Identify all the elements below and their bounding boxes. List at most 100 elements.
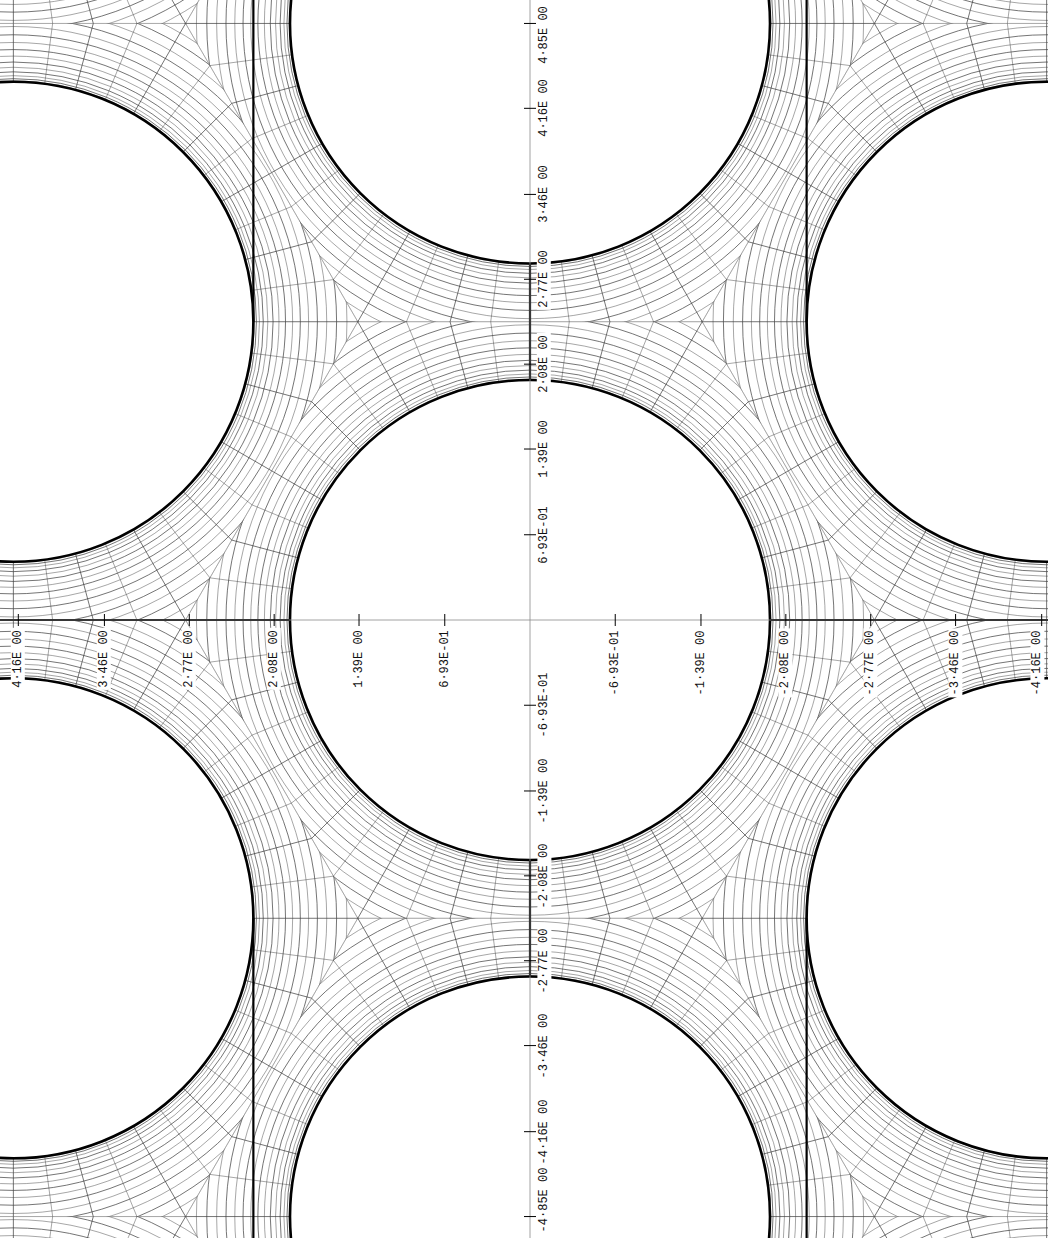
axis-label: 4·16E 00: [537, 77, 551, 139]
block-boundary: [252, 0, 254, 322]
mesh-ring: [0, 56, 279, 587]
hole-outline: [0, 678, 253, 1158]
axis-tick: [524, 705, 536, 706]
mesh-ring: [0, 81, 254, 563]
mesh-ring: [713, 0, 1048, 655]
axis-label: 1·39E 00: [537, 418, 551, 480]
mesh-ray: [45, 1156, 59, 1238]
mesh-ring: [0, 1192, 337, 1238]
mesh-ring: [0, 605, 327, 1232]
axis-label: 4·85E 00: [537, 4, 551, 66]
mesh-ray: [956, 1176, 985, 1238]
mesh-ring: [0, 0, 327, 39]
mesh-ring: [0, 72, 263, 572]
axis-tick: [700, 614, 701, 626]
mesh-ring: [0, 62, 273, 581]
mesh-ring: [743, 614, 1048, 1222]
mesh-ray: [159, 0, 226, 3]
mesh-ring: [801, 76, 1048, 568]
mesh-ring: [0, 675, 256, 1161]
mesh-ring: [760, 35, 1048, 609]
axis-tick: [444, 614, 445, 626]
mesh-ring: [0, 623, 309, 1213]
axis-tick: [524, 23, 536, 24]
mesh-ring: [0, 0, 347, 655]
mesh-ring: [0, 1236, 293, 1238]
axis-tick: [524, 108, 536, 109]
hole-outline: [807, 678, 1048, 1158]
block-boundary: [252, 918, 254, 1238]
axis-tick: [274, 614, 275, 626]
axis-tick: [1041, 614, 1042, 626]
axis-label: -1·39E 00: [537, 757, 551, 826]
mesh-ring: [0, 639, 293, 1198]
axis-label: -2·77E 00: [537, 926, 551, 995]
mesh-ray: [833, 0, 900, 3]
axis-label: 3·46E 00: [537, 164, 551, 226]
mesh-ray: [45, 1167, 59, 1238]
mesh-ray: [133, 0, 188, 29]
mesh-ring: [804, 79, 1048, 565]
mesh-ring: [743, 1211, 1048, 1238]
mesh-ring: [806, 81, 1048, 563]
axis-label: 3·46E 00: [97, 628, 111, 690]
mesh-ring: [774, 646, 1048, 1190]
mesh-ring: [0, 659, 273, 1178]
mesh-ray: [871, 0, 926, 29]
axis-label: -6·93E-01: [608, 628, 622, 697]
mesh-ray: [13, 1164, 14, 1238]
mesh-ring: [743, 0, 1048, 29]
axis-tick: [524, 790, 536, 791]
axis-label: 4·16E 00: [11, 628, 25, 690]
mesh-ring: [787, 62, 1048, 581]
axis-tick: [524, 364, 536, 365]
mesh-ray: [133, 1211, 188, 1238]
mesh-ray: [13, 0, 14, 82]
mesh-ray: [105, 1191, 147, 1238]
axis-tick: [524, 1045, 536, 1046]
mesh-ring: [767, 639, 1048, 1198]
block-boundary: [806, 918, 808, 1238]
mesh-ring: [767, 42, 1048, 601]
mesh-ray: [956, 0, 985, 64]
mesh-ring: [0, 631, 300, 1205]
mesh-ring: [0, 67, 268, 576]
mesh-ray: [871, 1211, 926, 1238]
mesh-ray: [913, 1191, 955, 1238]
mesh-ray: [105, 0, 147, 100]
mesh-ring: [797, 72, 1048, 572]
mesh-ring: [787, 659, 1048, 1178]
axis-tick: [870, 614, 871, 626]
mesh-ring: [0, 672, 259, 1164]
mesh-ray: [75, 1176, 104, 1238]
axis-tick: [18, 614, 19, 626]
mesh-ring: [0, 668, 263, 1168]
hole-outline: [0, 82, 253, 562]
axis-tick: [615, 614, 616, 626]
mesh-ring: [0, 79, 256, 565]
mesh-ring: [760, 1228, 1048, 1238]
mesh-ring: [0, 0, 300, 12]
mesh-ring: [751, 27, 1048, 617]
mesh-ray: [833, 1237, 900, 1238]
mesh-ring: [0, 1201, 327, 1238]
mesh-ring: [760, 0, 1048, 12]
mesh-ring: [723, 0, 1048, 645]
mesh-ring: [733, 0, 1048, 39]
axis-tick: [785, 614, 786, 626]
mesh-ring: [0, 614, 317, 1222]
mesh-ring: [0, 677, 254, 1159]
mesh-ring: [781, 653, 1048, 1184]
mesh-ring: [801, 672, 1048, 1164]
axis-label: 2·08E 00: [267, 628, 281, 690]
axis-label: 6·93E-01: [438, 628, 452, 690]
axis-tick: [955, 614, 956, 626]
axis-label: -1·39E 00: [694, 628, 708, 697]
mesh-ring: [0, 35, 300, 609]
mesh-ray: [1001, 1156, 1015, 1238]
mesh-ring: [792, 664, 1048, 1173]
mesh-ring: [767, 1236, 1048, 1238]
axis-label: 2·08E 00: [537, 333, 551, 395]
